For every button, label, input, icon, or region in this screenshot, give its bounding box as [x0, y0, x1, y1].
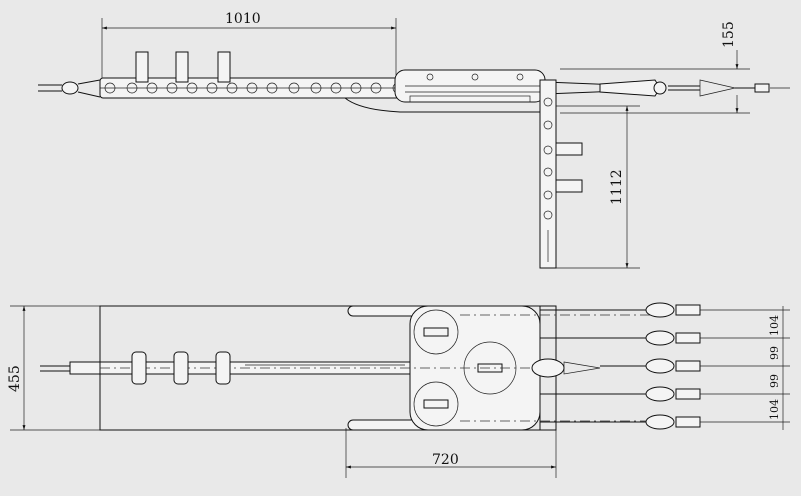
plan-hangers: [131, 351, 231, 385]
top-view: 1010 155 1112: [38, 11, 790, 269]
dim-spacing-3: 99: [768, 374, 781, 388]
dim-bottom-height: 455: [7, 365, 23, 392]
hangers: [135, 51, 231, 83]
dim-spacing-2: 99: [768, 346, 781, 360]
dim-spacing-1: 104: [768, 315, 781, 336]
dim-bottom-width: 720: [432, 452, 459, 468]
bottom-view: 455 720 104 99 99 104: [7, 302, 790, 478]
dim-vertical-drop: 1112: [609, 169, 625, 205]
dim-spacing-4: 104: [768, 399, 781, 420]
tension-rods: [540, 302, 740, 430]
dim-top-offset: 155: [721, 21, 737, 48]
chain-links: [100, 82, 405, 94]
dim-top-width: 1010: [225, 11, 261, 27]
vertical-dropper: [539, 79, 583, 269]
